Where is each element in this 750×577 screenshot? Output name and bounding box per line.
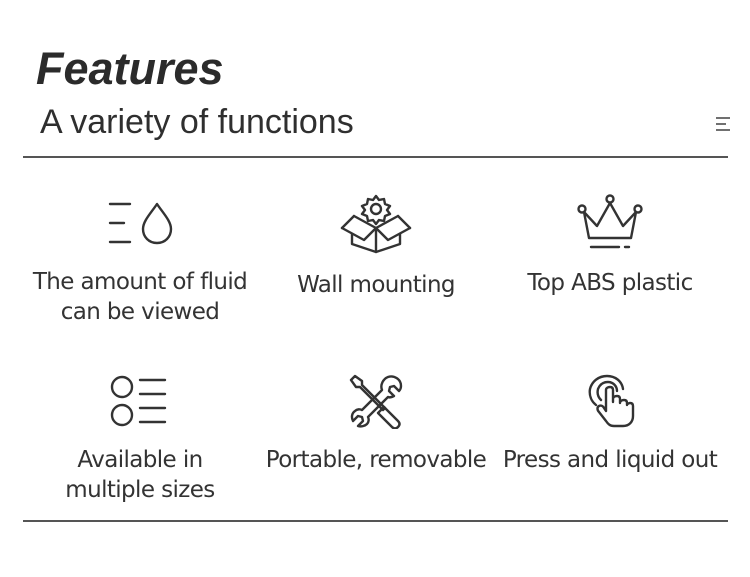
- crown-icon: [577, 194, 643, 249]
- feature-multiple-sizes: Available in multiple sizes: [23, 373, 257, 505]
- feature-label-line1: Press and liquid out: [502, 447, 718, 473]
- wall-mount-box-icon: [340, 194, 412, 254]
- page-subtitle: A variety of functions: [40, 103, 354, 141]
- menu-icon[interactable]: [716, 117, 730, 131]
- feature-label-line1: The amount of fluid: [32, 269, 248, 295]
- tools-icon: [349, 374, 403, 429]
- feature-label-line1: Wall mounting: [297, 272, 455, 298]
- feature-label-line1: Portable, removable: [265, 447, 487, 473]
- feature-label-line1: Top ABS plastic: [527, 270, 693, 296]
- fluid-drop-icon: [108, 202, 173, 245]
- page-title: Features: [36, 43, 224, 94]
- feature-top-abs-plastic: Top ABS plastic: [493, 194, 727, 298]
- bottom-divider: [23, 520, 728, 522]
- feature-portable-removable: Portable, removable: [259, 373, 493, 475]
- sizes-list-icon: [110, 375, 167, 427]
- press-hand-icon: [588, 374, 635, 428]
- feature-label-line2: multiple sizes: [65, 477, 215, 503]
- feature-label-line2: can be viewed: [60, 299, 220, 325]
- feature-label-line1: Available in: [77, 447, 203, 473]
- feature-press-liquid-out: Press and liquid out: [493, 373, 727, 475]
- top-divider: [23, 156, 728, 158]
- feature-fluid-viewable: The amount of fluid can be viewed: [23, 195, 257, 327]
- feature-wall-mounting: Wall mounting: [259, 192, 493, 300]
